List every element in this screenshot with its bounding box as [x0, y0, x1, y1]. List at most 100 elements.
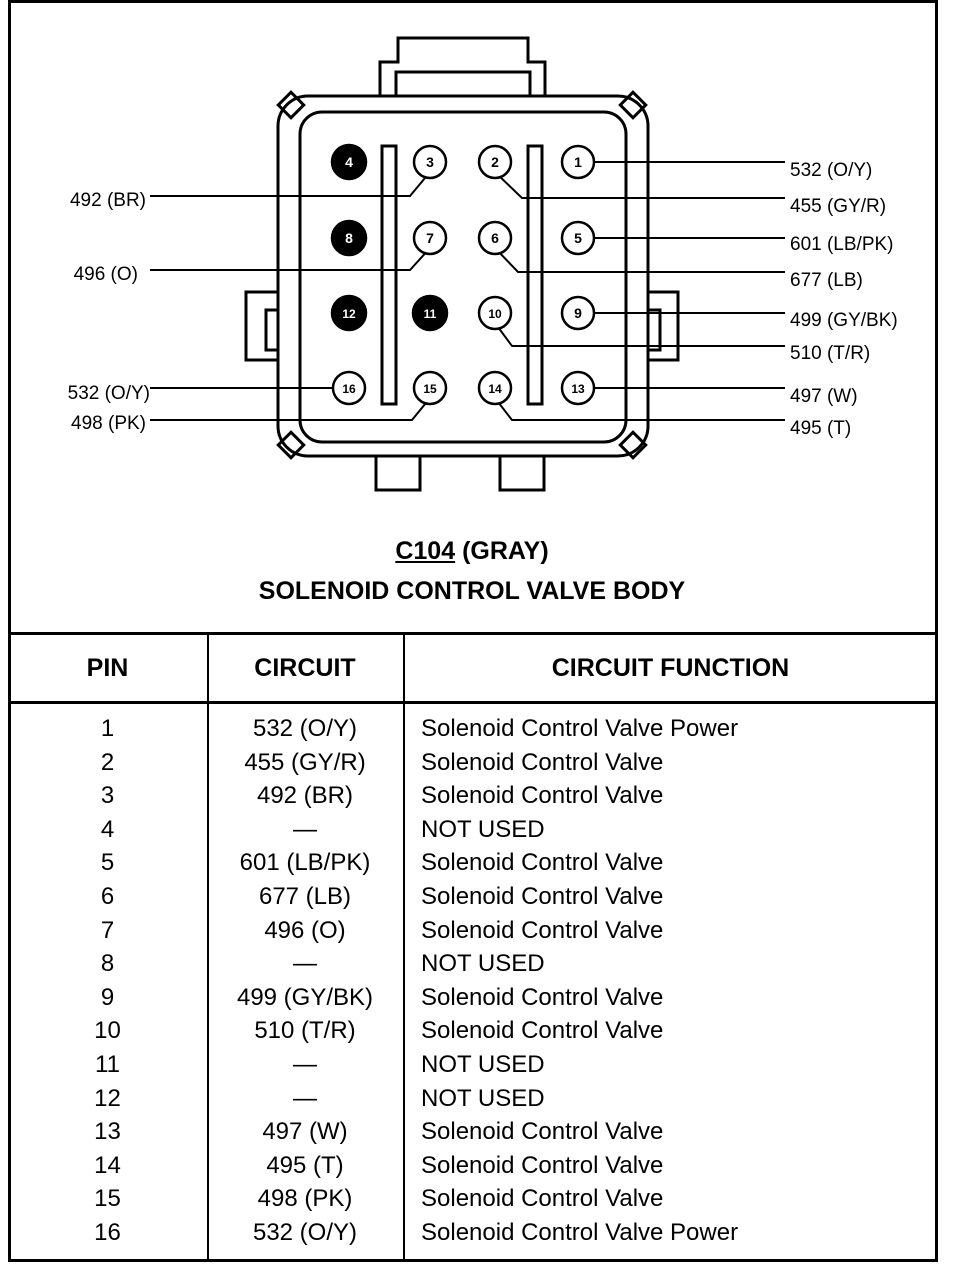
leader-line-pin-15: [150, 397, 431, 421]
pin-number: 12: [342, 307, 356, 321]
wire-label-pin-14: 495 (T): [790, 418, 851, 439]
header-pin: PIN: [8, 632, 207, 704]
pin-number: 10: [488, 307, 502, 321]
function-cell: Solenoid Control Valve: [421, 849, 664, 877]
column-divider-2: [403, 632, 405, 1262]
pin-socket: [477, 220, 513, 256]
pin-cell: 13: [94, 1118, 121, 1146]
function-cell: Solenoid Control Valve: [421, 782, 664, 810]
wire-label-pin-10: 510 (T/R): [790, 343, 870, 364]
wire-label-pin-7: 496 (O): [74, 264, 138, 285]
pin-cell: 6: [100, 882, 115, 910]
pin-cell: 3: [100, 782, 115, 810]
pin-number: 16: [342, 382, 356, 396]
table-row: 3 492 (BR) Solenoid Control Valve: [8, 779, 938, 813]
leader-line-pin-3: [150, 171, 431, 197]
pin-cell: 5: [100, 849, 115, 877]
pin-socket: [560, 144, 596, 180]
function-cell: Solenoid Control Valve: [421, 748, 664, 776]
corner-tab-bottom-left: [276, 430, 306, 460]
pin-cell: 7: [100, 916, 115, 944]
wire-label-pin-1: 532 (O/Y): [790, 160, 872, 181]
pin-14: 14: [477, 370, 513, 406]
pin-16: 16: [331, 370, 367, 406]
pin-number: 7: [426, 230, 434, 246]
wire-label-pin-16: 532 (O/Y): [68, 383, 150, 404]
pin-15: 15: [412, 370, 448, 406]
function-cell: NOT USED: [421, 1050, 545, 1078]
function-cell: NOT USED: [421, 950, 545, 978]
function-cell: Solenoid Control Valve: [421, 1017, 664, 1045]
corner-tab-bottom-right: [618, 430, 648, 460]
pin-7: 7: [412, 220, 448, 256]
bottom-foot-left: [374, 454, 422, 492]
connector-title: C104 (GRAY) SOLENOID CONTROL VALVE BODY: [0, 534, 944, 608]
pin-cell: 9: [100, 983, 115, 1011]
bottom-foot-right: [498, 454, 546, 492]
function-cell: Solenoid Control Valve Power: [421, 1218, 739, 1246]
table-row: 16 532 (O/Y) Solenoid Control Valve Power: [8, 1216, 938, 1250]
leader-line-pin-10: [494, 322, 785, 347]
table-row: 12—NOT USED: [8, 1082, 938, 1116]
pin-number: 4: [345, 154, 353, 170]
function-cell: Solenoid Control Valve: [421, 1118, 664, 1146]
circuit-cell: 677 (LB): [258, 882, 352, 910]
table-row: 11—NOT USED: [8, 1048, 938, 1082]
circuit-cell: 455 (GY/R): [244, 748, 366, 776]
circuit-cell: 495 (T): [266, 1151, 344, 1179]
table-row: 5 601 (LB/PK) Solenoid Control Valve: [8, 846, 938, 880]
pin-socket: [411, 294, 449, 332]
column-divider-1: [207, 632, 209, 1262]
pin-3: 3: [412, 144, 448, 180]
circuit-cell: 532 (O/Y): [252, 1218, 358, 1246]
circuit-cell: —: [293, 815, 317, 843]
pin-number: 5: [574, 230, 582, 246]
pin-number: 13: [571, 382, 585, 396]
pin-socket: [330, 143, 368, 181]
leader-line-pin-7: [150, 247, 431, 271]
table-row: 8—NOT USED: [8, 947, 938, 981]
pin-number: 11: [424, 307, 437, 321]
function-cell: Solenoid Control Valve: [421, 916, 664, 944]
circuit-cell: 496 (O): [264, 916, 346, 944]
pin-cell: 16: [94, 1218, 121, 1246]
function-cell: Solenoid Control Valve: [421, 1151, 664, 1179]
pin-number: 8: [345, 230, 353, 246]
circuit-cell: 601 (LB/PK): [239, 849, 371, 877]
header-function: CIRCUIT FUNCTION: [403, 632, 938, 704]
circuit-cell: 497 (W): [262, 1118, 348, 1146]
wire-label-pin-6: 677 (LB): [790, 270, 863, 291]
connector-outer-body: [276, 94, 650, 458]
circuit-cell: 492 (BR): [256, 782, 354, 810]
pin-number: 2: [491, 154, 499, 170]
pin-cell: 15: [94, 1185, 121, 1213]
pin-cell: 8: [100, 950, 115, 978]
pin-12: 12: [330, 294, 368, 332]
function-cell: Solenoid Control Valve: [421, 882, 664, 910]
pin-4: 4: [330, 143, 368, 181]
header-circuit: CIRCUIT: [207, 632, 403, 704]
pin-cell: 4: [100, 815, 115, 843]
wire-label-pin-5: 601 (LB/PK): [790, 234, 894, 255]
function-cell: Solenoid Control Valve Power: [421, 715, 739, 742]
circuit-cell: —: [293, 1050, 317, 1078]
wire-label-pin-3: 492 (BR): [70, 190, 146, 211]
pin-socket: [560, 370, 596, 406]
pin-number: 15: [423, 382, 437, 396]
rib-right: [526, 144, 544, 406]
leader-line-pin-2: [494, 171, 785, 199]
table-row: 7 496 (O) Solenoid Control Valve: [8, 914, 938, 948]
function-cell: Solenoid Control Valve: [421, 983, 664, 1011]
pin-socket: [560, 220, 596, 256]
leader-line-pin-14: [494, 397, 785, 421]
table-row: 6 677 (LB) Solenoid Control Valve: [8, 880, 938, 914]
pin-socket: [560, 295, 596, 331]
pin-socket: [477, 295, 513, 331]
function-cell: Solenoid Control Valve: [421, 1185, 664, 1213]
